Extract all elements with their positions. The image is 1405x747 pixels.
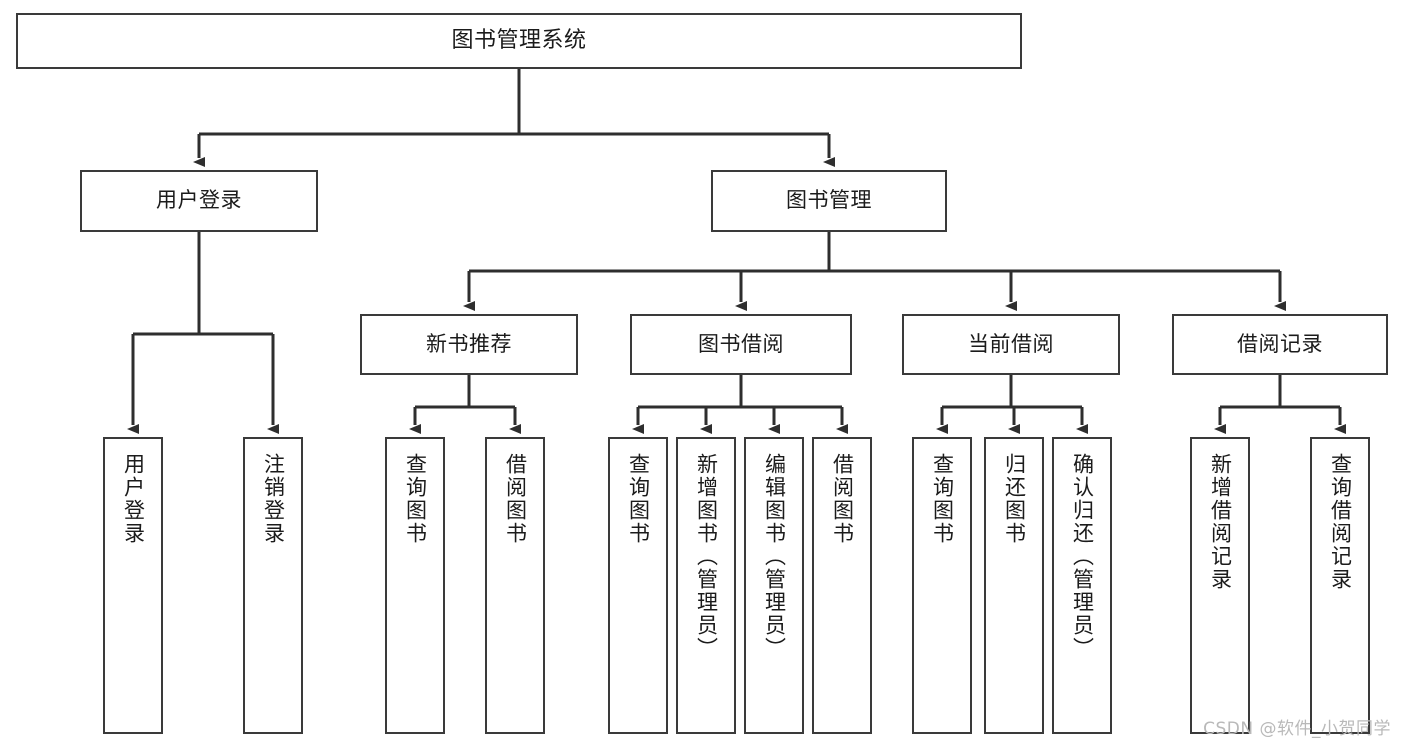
node-leaf-user-login[interactable]: 用户登录 xyxy=(103,437,163,734)
node-leaf-query-book-recommend-label: 查询图书 xyxy=(403,453,428,545)
node-borrow-record[interactable]: 借阅记录 xyxy=(1172,314,1388,375)
node-user-login-label: 用户登录 xyxy=(156,188,242,213)
node-book-management-label: 图书管理 xyxy=(786,188,872,213)
node-leaf-confirm-return[interactable]: 确认归还（管理员） xyxy=(1052,437,1112,734)
node-leaf-add-borrow-record[interactable]: 新增借阅记录 xyxy=(1190,437,1250,734)
node-root[interactable]: 图书管理系统 xyxy=(16,13,1022,69)
node-user-login[interactable]: 用户登录 xyxy=(80,170,318,232)
node-leaf-query-borrow-record-label: 查询借阅记录 xyxy=(1328,453,1353,591)
node-leaf-edit-book-label: 编辑图书（管理员） xyxy=(762,453,787,660)
node-leaf-query-book-borrow-label: 查询图书 xyxy=(626,453,651,545)
node-leaf-query-book-current[interactable]: 查询图书 xyxy=(912,437,972,734)
node-leaf-query-book-current-label: 查询图书 xyxy=(930,453,955,545)
node-new-book-recommend-label: 新书推荐 xyxy=(426,331,512,356)
node-leaf-user-login-label: 用户登录 xyxy=(121,453,146,545)
node-new-book-recommend[interactable]: 新书推荐 xyxy=(360,314,578,375)
node-leaf-return-book[interactable]: 归还图书 xyxy=(984,437,1044,734)
node-leaf-query-book-recommend[interactable]: 查询图书 xyxy=(385,437,445,734)
node-leaf-confirm-return-label: 确认归还（管理员） xyxy=(1070,453,1095,660)
node-borrow-record-label: 借阅记录 xyxy=(1237,331,1323,356)
node-book-borrow-label: 图书借阅 xyxy=(698,331,784,356)
node-book-management[interactable]: 图书管理 xyxy=(711,170,947,232)
node-current-borrow[interactable]: 当前借阅 xyxy=(902,314,1120,375)
node-leaf-add-borrow-record-label: 新增借阅记录 xyxy=(1208,453,1233,591)
node-leaf-borrow-book-recommend-label: 借阅图书 xyxy=(503,453,528,545)
node-leaf-logout-label: 注销登录 xyxy=(261,453,286,545)
node-root-label: 图书管理系统 xyxy=(451,27,587,53)
node-leaf-edit-book[interactable]: 编辑图书（管理员） xyxy=(744,437,804,734)
node-book-borrow[interactable]: 图书借阅 xyxy=(630,314,852,375)
node-leaf-borrow-book-label: 借阅图书 xyxy=(830,453,855,545)
node-leaf-borrow-book-recommend[interactable]: 借阅图书 xyxy=(485,437,545,734)
node-leaf-return-book-label: 归还图书 xyxy=(1002,453,1027,545)
node-current-borrow-label: 当前借阅 xyxy=(968,331,1054,356)
node-leaf-borrow-book[interactable]: 借阅图书 xyxy=(812,437,872,734)
node-leaf-logout[interactable]: 注销登录 xyxy=(243,437,303,734)
node-leaf-add-book[interactable]: 新增图书（管理员） xyxy=(676,437,736,734)
node-leaf-query-borrow-record[interactable]: 查询借阅记录 xyxy=(1310,437,1370,734)
node-leaf-add-book-label: 新增图书（管理员） xyxy=(694,453,719,660)
watermark-text: CSDN @软件_小贺同学 xyxy=(1203,719,1391,739)
node-leaf-query-book-borrow[interactable]: 查询图书 xyxy=(608,437,668,734)
